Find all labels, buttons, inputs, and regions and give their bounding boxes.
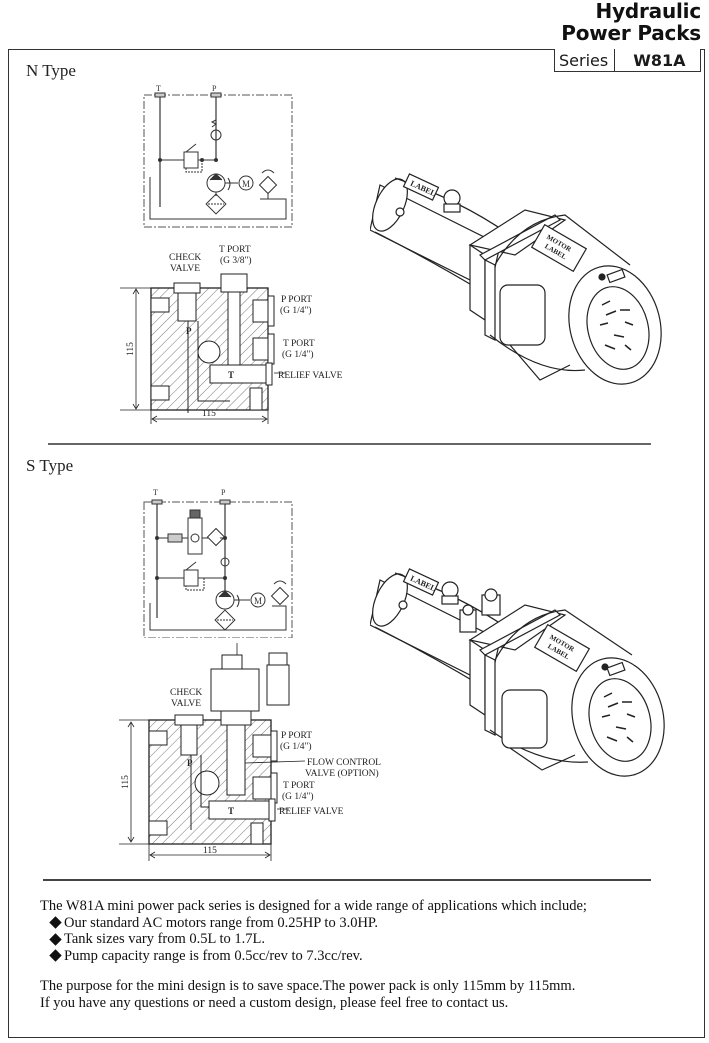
check-valve-label-2: VALVE (171, 699, 201, 709)
series-box: Series W81A (554, 49, 701, 72)
s-type-product-illustration: LABEL MOTOR LABEL (370, 568, 665, 777)
n-type-manifold-drawing: P T CHECK VALVE T PORT (G 3/8") P PORT (… (120, 245, 343, 424)
circuit-motor-label: M (254, 596, 262, 606)
t-port-label-2: (G 1/4") (282, 791, 314, 802)
t-mark: T (228, 806, 234, 816)
filter-symbol (206, 527, 226, 547)
relief-valve-label: RELIEF VALVE (279, 807, 344, 817)
feature-list: Our standard AC motors range from 0.25HP… (49, 914, 690, 965)
flow-control-label-2: VALVE (OPTION) (305, 768, 379, 779)
check-valve-label-1: CHECK (169, 253, 201, 263)
circuit-motor-label: M (242, 179, 250, 189)
motor-symbol (250, 592, 266, 608)
motor-symbol (238, 175, 254, 191)
check-valve-label-2: VALVE (170, 264, 200, 274)
p-port-label-2: (G 1/4") (280, 305, 312, 316)
check-valve-symbol (220, 557, 230, 567)
series-value: W81A (633, 51, 686, 70)
dim-height-label: 115 (121, 775, 131, 789)
closing-line-1: The purpose for the mini design is to sa… (40, 978, 576, 994)
orifice-symbol (167, 533, 183, 543)
feature-text: Pump capacity range is from 0.5cc/rev to… (64, 947, 363, 964)
description-block: The W81A mini power pack series is desig… (40, 898, 690, 1011)
circuit-t-label: T (156, 84, 161, 93)
feature-item: Our standard AC motors range from 0.25HP… (49, 914, 690, 932)
s-type-circuit-diagram: T P M (143, 488, 293, 638)
dim-width-label: 115 (202, 409, 216, 419)
flow-control-label-1: FLOW CONTROL (307, 758, 381, 768)
p-port-label-2: (G 1/4") (280, 741, 312, 752)
s-type-manifold-drawing: P T CHECK VALVE P PORT (G 1/4") FLOW CON… (119, 643, 381, 861)
page-frame (8, 49, 705, 1038)
n-type-product-illustration: LABEL MOTOR LABEL (370, 173, 662, 385)
closing-line-2: If you have any questions or need a cust… (40, 994, 509, 1011)
t-port-label-2: (G 1/4") (282, 349, 314, 360)
relief-valve-symbol (183, 569, 199, 587)
solenoid-valve-symbol (187, 517, 203, 555)
circuit-p-label: P (212, 84, 217, 93)
diamond-bullet-icon (49, 933, 62, 946)
diamond-bullet-icon (49, 949, 62, 962)
p-mark: P (186, 326, 192, 336)
section-divider (43, 879, 651, 881)
filter-symbol (214, 609, 236, 631)
t-port-label-1: T PORT (283, 781, 315, 791)
feature-text: Tank sizes vary from 0.5L to 1.7L. (64, 931, 265, 947)
circuit-p-label: P (221, 488, 226, 497)
reservoir-boundary (143, 94, 293, 228)
feature-item: Tank sizes vary from 0.5L to 1.7L. (49, 931, 690, 948)
title-line-1: Hydraulic (595, 0, 702, 23)
check-valve-symbol (210, 129, 222, 141)
t-port-top-label-1: T PORT (219, 245, 251, 255)
filter-symbol (205, 193, 227, 215)
diamond-bullet-icon (49, 916, 62, 929)
document-title: Hydraulic Power Packs (561, 0, 701, 44)
n-type-circuit-diagram: T P M (143, 84, 293, 228)
feature-text: Our standard AC motors range from 0.25HP… (64, 914, 379, 931)
check-valve-label-1: CHECK (170, 688, 202, 698)
section-divider (48, 443, 651, 445)
breather-symbol (258, 175, 278, 195)
t-mark: T (228, 370, 234, 380)
p-port-label-1: P PORT (281, 731, 312, 741)
s-type-heading: S Type (26, 456, 74, 475)
dim-width-label: 115 (203, 846, 217, 856)
solenoid-coil (210, 668, 260, 712)
description-intro: The W81A mini power pack series is desig… (40, 898, 587, 914)
breather-symbol (270, 586, 290, 606)
reservoir-boundary (143, 501, 293, 638)
circuit-t-label: T (153, 488, 158, 497)
t-port-top-label-2: (G 3/8") (220, 255, 252, 266)
relief-valve-label: RELIEF VALVE (278, 371, 343, 381)
t-port-label-1: T PORT (283, 339, 315, 349)
relief-valve-symbol (183, 151, 199, 169)
series-label: Series (555, 49, 616, 71)
dim-height-label: 115 (126, 342, 136, 356)
title-line-2: Power Packs (561, 21, 701, 45)
p-mark: P (187, 758, 193, 768)
n-type-heading: N Type (26, 61, 76, 80)
p-port-label-1: P PORT (281, 295, 312, 305)
feature-item: Pump capacity range is from 0.5cc/rev to… (49, 947, 690, 965)
